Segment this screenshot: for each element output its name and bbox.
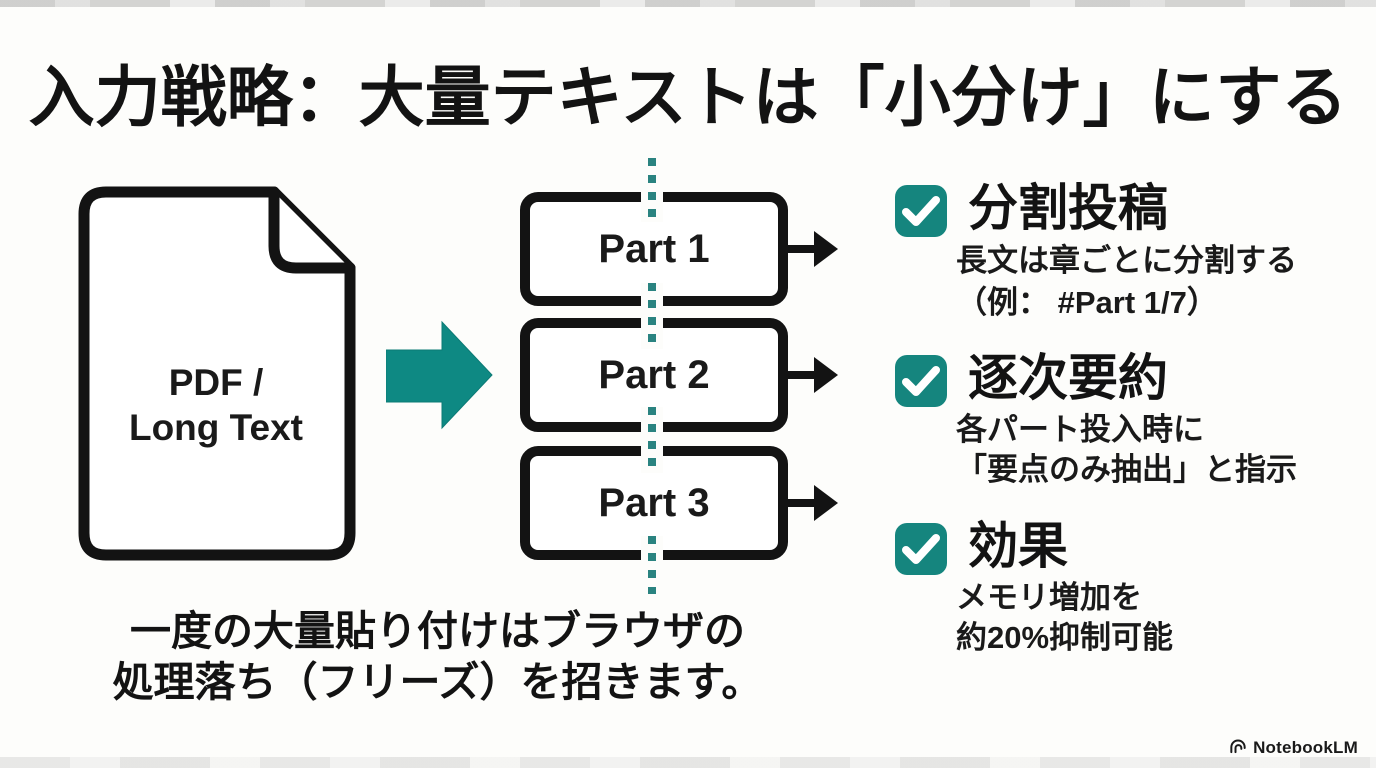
part2-output-arrow-icon bbox=[786, 357, 838, 393]
dotted-cut-line-segment-4 bbox=[641, 536, 663, 594]
slide-title: 入力戦略：大量テキストは「小分け」にする bbox=[28, 60, 1348, 134]
bottom-artifact-band bbox=[0, 757, 1376, 768]
part-box-3-label: Part 3 bbox=[598, 480, 710, 525]
warning-caption-line2: 処理落ち（フリーズ）を招きます。 bbox=[112, 659, 763, 705]
warning-caption-line1: 一度の大量貼り付けはブラウザの bbox=[130, 608, 745, 654]
warning-caption: 一度の大量貼り付けはブラウザの 処理落ち（フリーズ）を招きます。 bbox=[55, 606, 820, 708]
part-box-1-label: Part 1 bbox=[598, 226, 710, 271]
dotted-cut-line-segment-2 bbox=[641, 283, 663, 349]
checklist-detail-1-line2: （例： #Part 1/7） bbox=[956, 285, 1218, 320]
checklist-heading-3: 効果 bbox=[968, 518, 1068, 574]
checklist-detail-3-line1: メモリ増加を bbox=[956, 580, 1142, 615]
checklist-detail-2-line2: 「要点のみ抽出」と指示 bbox=[956, 452, 1297, 487]
notebooklm-icon bbox=[1230, 739, 1246, 754]
checkmark-icon bbox=[895, 355, 947, 407]
dotted-cut-line-segment-1 bbox=[641, 158, 663, 222]
checkmark-icon bbox=[895, 185, 947, 237]
part1-output-arrow-icon bbox=[786, 231, 838, 267]
checklist-heading-1: 分割投稿 bbox=[968, 180, 1168, 236]
checklist-detail-3: メモリ増加を 約20%抑制可能 bbox=[956, 578, 1173, 658]
document-icon bbox=[78, 186, 356, 561]
document-label: PDF / Long Text bbox=[80, 360, 352, 450]
part3-output-arrow-icon bbox=[786, 485, 838, 521]
checklist-detail-2-line1: 各パート投入時に bbox=[956, 412, 1204, 447]
split-arrow-icon bbox=[386, 320, 493, 430]
notebooklm-logo: NotebookLM bbox=[1228, 738, 1358, 758]
checklist-detail-3-line2: 約20%抑制可能 bbox=[956, 620, 1174, 655]
top-artifact-band bbox=[0, 0, 1376, 7]
document-label-line1: PDF / bbox=[168, 362, 264, 403]
checklist-detail-1-line1: 長文は章ごとに分割する bbox=[956, 243, 1297, 278]
part-box-2-label: Part 2 bbox=[598, 352, 710, 397]
notebooklm-logo-text: NotebookLM bbox=[1253, 738, 1358, 757]
checkmark-icon bbox=[895, 523, 947, 575]
document-label-line2: Long Text bbox=[128, 407, 303, 448]
checklist-detail-2: 各パート投入時に 「要点のみ抽出」と指示 bbox=[956, 410, 1297, 490]
checklist-heading-2: 逐次要約 bbox=[968, 350, 1168, 406]
dotted-cut-line-segment-3 bbox=[641, 407, 663, 473]
checklist-detail-1: 長文は章ごとに分割する （例： #Part 1/7） bbox=[956, 240, 1297, 324]
